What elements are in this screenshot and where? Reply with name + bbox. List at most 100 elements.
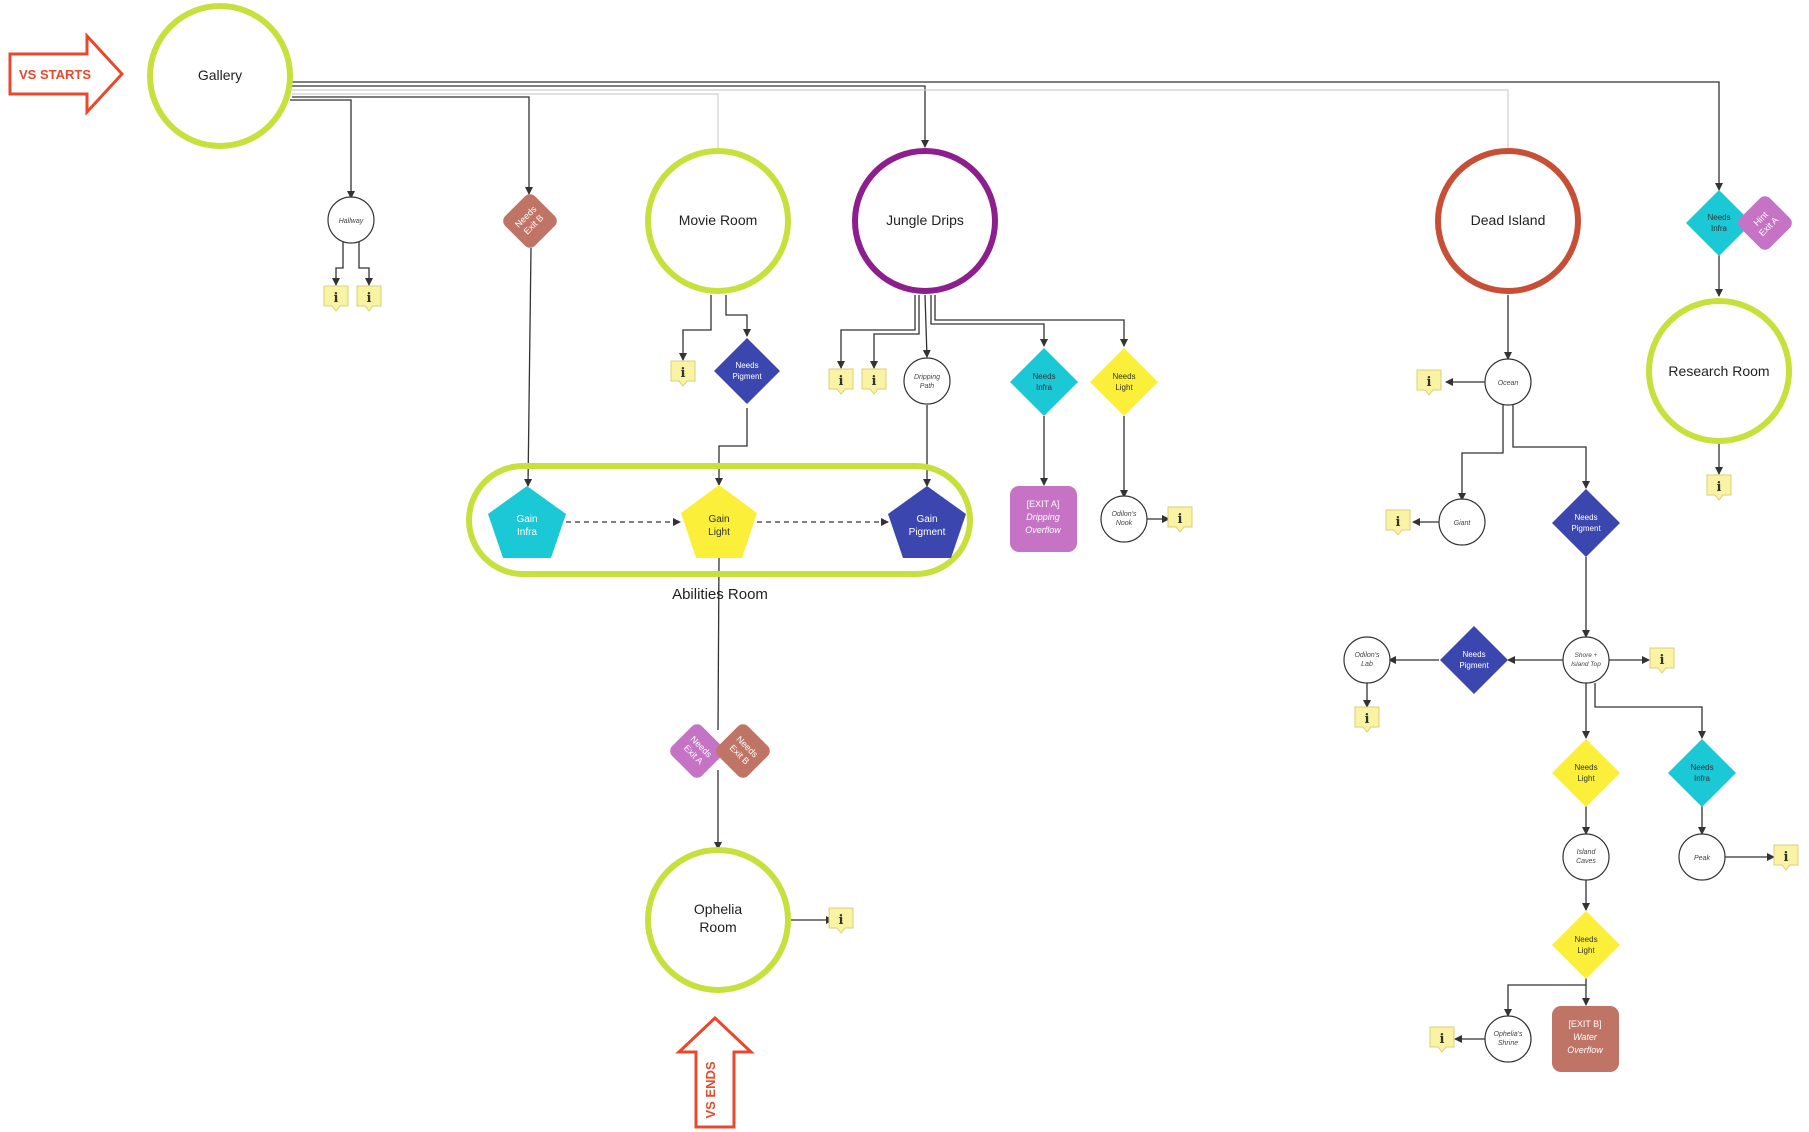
start-marker: VS STARTS — [8, 32, 125, 116]
edge-gallery-to-needs-exit-b — [292, 96, 533, 195]
info-note-bubble — [1429, 1026, 1455, 1053]
edge-ocean-giant — [1458, 405, 1504, 501]
info-note-icon[interactable]: i — [861, 368, 887, 395]
info-note-icon[interactable]: i — [828, 907, 854, 934]
edge-exitb-to-gain-infra — [524, 247, 533, 487]
research-room-label: Research Room — [1668, 363, 1769, 379]
ophelia-room-label-1: Ophelia — [694, 901, 742, 917]
needs-pigment-lab-label-1: Needs — [1462, 650, 1485, 659]
needs-light-jungle-label-2: Light — [1115, 383, 1133, 392]
exit-b-label-2: Water — [1573, 1032, 1598, 1042]
info-note-icon[interactable]: i — [323, 285, 349, 312]
needs-infra-research-shape — [1686, 190, 1752, 256]
info-note-icon[interactable]: i — [670, 360, 696, 387]
edge-shore-needs-infra — [1594, 683, 1706, 739]
dripping-path-circle — [903, 357, 951, 405]
gain-infra-label-1: Gain — [516, 514, 537, 525]
peak-circle — [1678, 833, 1726, 881]
ophelia-room-label-2: Room — [699, 919, 736, 935]
info-note-icon[interactable]: i — [1167, 506, 1193, 533]
giant-circle — [1438, 498, 1486, 546]
odilons-nook-label-2: Nook — [1116, 520, 1133, 527]
gain-light-shape — [681, 485, 757, 558]
needs-exit-a-ophelia-shape — [670, 724, 724, 778]
needs-light-caves-label-2: Light — [1577, 774, 1595, 783]
exit-b-water-overflow: [EXIT B] Water Overflow — [1552, 1006, 1619, 1072]
needs-light-caves-label-1: Needs — [1574, 763, 1597, 772]
island-caves-circle — [1562, 833, 1610, 881]
room-gallery: Gallery — [147, 3, 293, 149]
ocean-label: Ocean — [1498, 380, 1519, 387]
exit-a-label-1: [EXIT A] — [1027, 499, 1060, 509]
info-note-icon[interactable]: i — [1385, 509, 1411, 536]
info-note-icon[interactable]: i — [1706, 474, 1732, 501]
info-note-icon[interactable]: i — [1773, 844, 1799, 871]
room-dead-island: Dead Island — [1435, 148, 1581, 294]
dead-island-label: Dead Island — [1471, 212, 1546, 228]
jungle-drips-label: Jungle Drips — [886, 212, 964, 228]
edge-needs-light2-shrine — [1504, 984, 1586, 1017]
edge-gallery-to-movie — [292, 93, 719, 149]
edge-light-to-exits — [717, 557, 720, 731]
island-caves-label-1: Island — [1577, 849, 1597, 856]
needs-pigment-lab-shape — [1440, 626, 1508, 694]
edge-jungle-needs-infra — [930, 295, 1048, 347]
start-label: VS STARTS — [19, 67, 91, 82]
edge-hallway-note2 — [358, 242, 373, 286]
needs-light-exit-b-label-2: Light — [1577, 946, 1595, 955]
shore-label-1: Shore + — [1575, 652, 1598, 659]
info-note-icon[interactable]: i — [1429, 1026, 1455, 1053]
info-note-icon[interactable]: i — [356, 285, 382, 312]
needs-infra-research-label-2: Infra — [1711, 224, 1728, 233]
room-movie: Movie Room — [645, 148, 791, 294]
info-note-glyph: i — [1440, 1032, 1445, 1047]
room-jungle: Jungle Drips — [852, 148, 998, 294]
info-note-glyph: i — [839, 913, 844, 928]
info-note-glyph: i — [681, 366, 686, 381]
room-ophelia: Ophelia Room — [645, 847, 791, 993]
abilities-room: Abilities Room Gain Infra Gain Light Gai… — [466, 463, 973, 603]
info-note-bubble — [1773, 844, 1799, 871]
subloc-shore: Shore + Island Top — [1562, 636, 1610, 684]
edge-gallery-to-hallway — [290, 99, 355, 199]
needs-infra-peak-label-2: Infra — [1694, 774, 1711, 783]
needs-light-jungle-label-1: Needs — [1112, 372, 1135, 381]
edge-jungle-dripping-path — [922, 294, 931, 358]
needs-pigment-dead-island-shape — [1552, 489, 1620, 557]
info-note-icon[interactable]: i — [828, 368, 854, 395]
exit-a-label-2: Dripping — [1026, 512, 1060, 522]
hallway-circle — [327, 196, 375, 244]
odilons-lab-label-2: Lab — [1361, 661, 1373, 668]
needs-infra-jungle-shape — [1010, 348, 1078, 416]
subloc-odilons-nook: Odilon's Nook — [1100, 495, 1148, 543]
info-note-glyph: i — [1396, 515, 1401, 530]
info-note-glyph: i — [1717, 480, 1722, 495]
needs-exit-b-ophelia-shape — [716, 724, 770, 778]
info-note-glyph: i — [1784, 850, 1789, 865]
edge-jungle-note1 — [837, 295, 916, 369]
needs-pigment-movie-label-2: Pigment — [732, 372, 762, 381]
movie-room-circle — [645, 148, 791, 294]
info-note-icon[interactable]: i — [1354, 706, 1380, 733]
info-note-icon[interactable]: i — [1649, 647, 1675, 674]
island-caves-label-2: Caves — [1576, 858, 1596, 865]
needs-light-exit-b: Needs Light — [1552, 911, 1620, 979]
needs-infra-research-label-1: Needs — [1707, 213, 1730, 222]
ophelia-room-circle — [645, 847, 791, 993]
odilons-lab-circle — [1343, 636, 1391, 684]
peak-label: Peak — [1694, 855, 1710, 862]
needs-exit-a-ophelia: Needs Exit A — [670, 724, 724, 778]
gallery-label: Gallery — [198, 67, 242, 83]
gain-pigment-label-2: Pigment — [909, 527, 946, 538]
edge-movie-needs-pigment — [725, 295, 751, 337]
info-note-icon[interactable]: i — [1416, 369, 1442, 396]
info-note-bubble — [828, 368, 854, 395]
info-note-bubble — [356, 285, 382, 312]
needs-infra-peak-label-1: Needs — [1690, 763, 1713, 772]
needs-light-jungle: Needs Light — [1090, 348, 1158, 416]
needs-light-caves: Needs Light — [1552, 739, 1620, 807]
info-note-glyph: i — [839, 374, 844, 389]
subloc-island-caves: Island Caves — [1562, 833, 1610, 881]
needs-infra-peak: Needs Infra — [1668, 739, 1736, 807]
needs-pigment-movie-shape — [714, 338, 780, 404]
